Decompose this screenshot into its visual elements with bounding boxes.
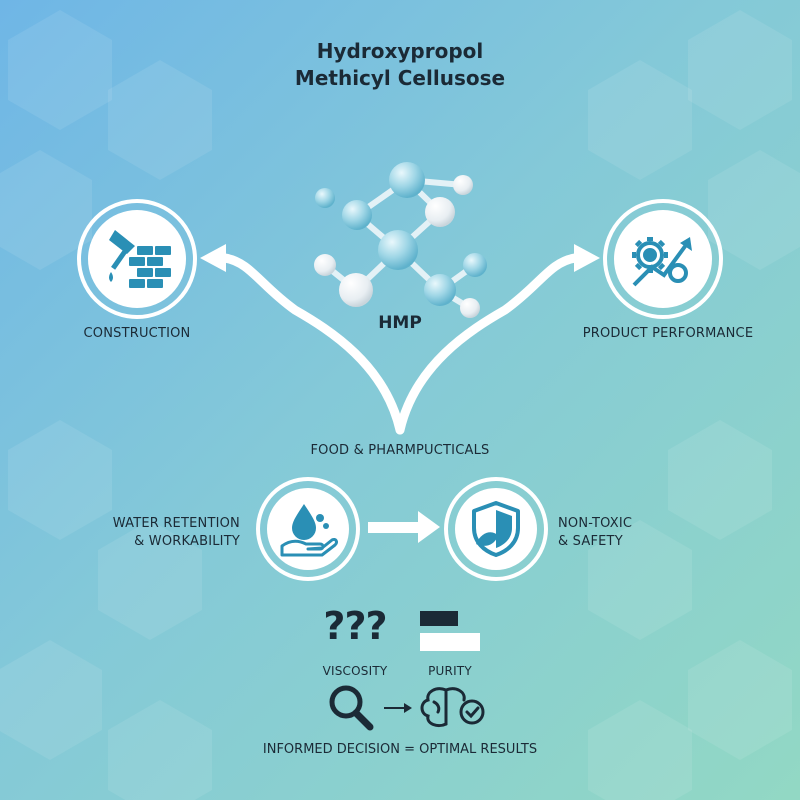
safety-circle [444,477,548,581]
trowel-bricks-icon [109,230,171,288]
decision-icons-row [329,685,485,731]
viscosity-question-marks: ??? [323,604,387,648]
safety-line-1: NON-TOXIC [558,516,633,531]
water-retention-circle [256,477,360,581]
construction-circle [77,199,197,319]
water-retention-line-2: & WORKABILITY [134,534,240,549]
construction-label: CONSTRUCTION [83,326,191,341]
footer-statement: INFORMED DECISION = OPTIMAL RESULTS [262,742,538,757]
water-retention-line-1: WATER RETENTION [112,516,240,531]
arrow-right-icon [384,703,412,713]
safety-line-2: & SAFETY [558,534,623,549]
molecule-icon [314,162,487,318]
brain-check-icon [420,687,485,728]
water-hand-icon [280,504,338,557]
page-title: Hydroxypropol Methicyl Cellusose [200,38,600,92]
title-line-2: Methicyl Cellusose [294,66,506,90]
magnifier-icon [329,685,374,731]
food-pharma-label: FOOD & PHARMPUCTICALS [310,443,490,458]
viscosity-label: VISCOSITY [322,664,388,678]
performance-label: PRODUCT PERFORMANCE [582,326,754,341]
center-label: HMP [378,313,422,333]
safety-label: NON-TOXIC & SAFETY [558,515,688,551]
purity-label: PURITY [428,664,472,678]
gears-growth-icon [632,237,692,287]
connector-arrows [220,253,580,435]
title-line-1: Hydroxypropol [316,39,484,63]
shield-leaf-icon [472,501,520,557]
performance-circle [603,199,723,319]
water-retention-label: WATER RETENTION & WORKABILITY [96,515,240,551]
purity-bars-icon [420,611,480,651]
